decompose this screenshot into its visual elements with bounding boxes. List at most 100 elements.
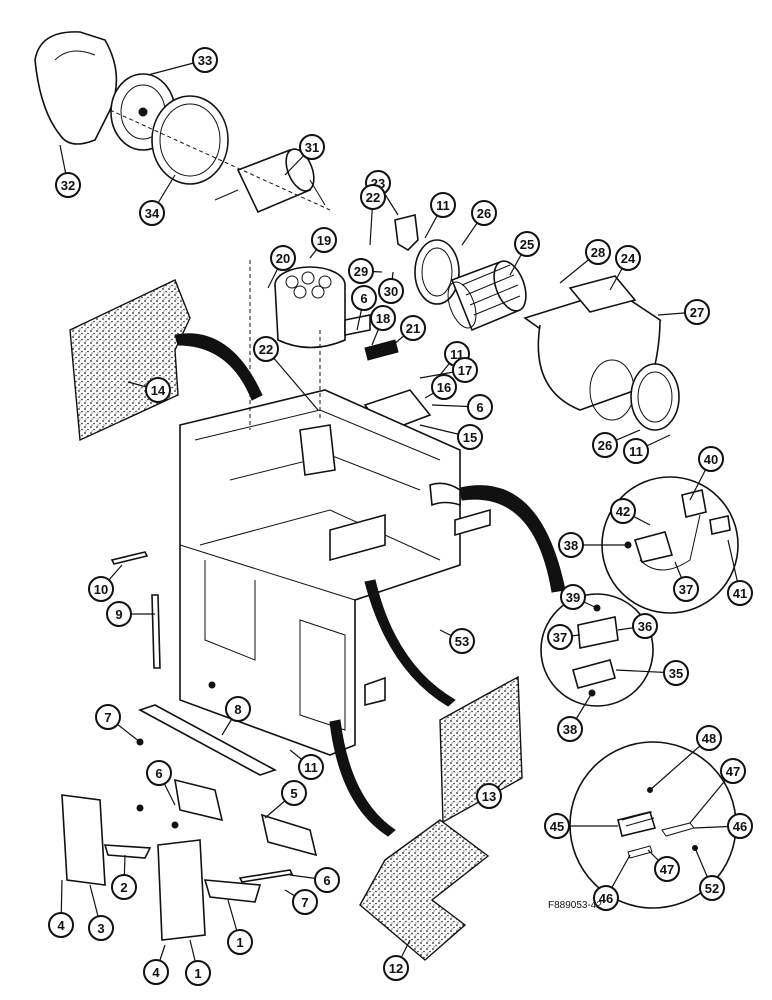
callout-25: 25 — [514, 231, 540, 257]
callout-number: 28 — [591, 245, 605, 260]
callout-number: 11 — [304, 760, 318, 775]
callout-31: 31 — [299, 134, 325, 160]
callout-number: 45 — [550, 819, 564, 834]
callout-16: 16 — [431, 374, 457, 400]
latch-rod — [238, 869, 294, 883]
callout-42: 42 — [610, 498, 636, 524]
callout-47: 47 — [654, 856, 680, 882]
callout-26: 26 — [471, 200, 497, 226]
callout-8: 8 — [225, 696, 251, 722]
callout-number: 32 — [61, 178, 75, 193]
callout-46: 46 — [593, 885, 619, 911]
callout-6: 6 — [351, 285, 377, 311]
callout-37: 37 — [547, 624, 573, 650]
callout-32: 32 — [55, 172, 81, 198]
callout-number: 8 — [234, 702, 241, 717]
callout-9: 9 — [106, 601, 132, 627]
callout-number: 33 — [198, 53, 212, 68]
callout-45: 45 — [544, 813, 570, 839]
callout-number: 52 — [705, 881, 719, 896]
callout-14: 14 — [145, 377, 171, 403]
callout-number: 11 — [629, 444, 643, 459]
callout-number: 47 — [660, 862, 674, 877]
callout-4: 4 — [143, 959, 169, 985]
callout-number: 6 — [360, 291, 367, 306]
callout-number: 22 — [366, 190, 380, 205]
callout-22: 22 — [253, 336, 279, 362]
callout-number: 37 — [553, 630, 567, 645]
callout-40: 40 — [698, 446, 724, 472]
callout-29: 29 — [348, 258, 374, 284]
callout-number: 5 — [290, 786, 297, 801]
insulation-pad-right — [439, 675, 523, 824]
callout-number: 38 — [564, 538, 578, 553]
callout-number: 29 — [354, 264, 368, 279]
callout-number: 46 — [733, 819, 747, 834]
cross-brace — [137, 704, 278, 776]
gasket-ring — [151, 95, 229, 185]
callout-47: 47 — [720, 758, 746, 784]
callout-10: 10 — [88, 576, 114, 602]
callout-6: 6 — [467, 394, 493, 420]
callout-number: 6 — [155, 766, 162, 781]
callout-number: 34 — [145, 206, 160, 221]
callout-20: 20 — [270, 245, 296, 271]
callout-number: 40 — [704, 452, 718, 467]
callout-46: 46 — [727, 813, 753, 839]
callout-number: 7 — [301, 895, 308, 910]
callout-52: 52 — [699, 875, 725, 901]
callout-18: 18 — [370, 305, 396, 331]
callout-3: 3 — [88, 915, 114, 941]
callout-number: 27 — [690, 305, 704, 320]
detail-switch-assembly — [540, 593, 654, 707]
hinge-plate-right — [203, 879, 262, 903]
heater-rod — [364, 339, 399, 361]
callout-number: 53 — [455, 634, 469, 649]
callout-number: 12 — [389, 961, 403, 976]
callout-6: 6 — [146, 760, 172, 786]
callout-number: 16 — [437, 380, 451, 395]
callout-number: 1 — [194, 966, 201, 981]
blower-housing-shell — [34, 31, 118, 145]
blower-cage — [447, 260, 527, 332]
callout-number: 15 — [463, 430, 477, 445]
callout-7: 7 — [95, 704, 121, 730]
callout-number: 17 — [458, 363, 472, 378]
callout-number: 48 — [702, 731, 716, 746]
callout-number: 6 — [323, 873, 330, 888]
callout-number: 11 — [436, 198, 450, 213]
callout-number: 14 — [151, 383, 166, 398]
callout-34: 34 — [139, 200, 165, 226]
callout-number: 10 — [94, 582, 108, 597]
callout-number: 26 — [477, 206, 491, 221]
heater-box — [179, 389, 491, 756]
blower-ring-lower — [630, 363, 680, 431]
link-bar — [110, 551, 149, 565]
callout-number: 37 — [679, 582, 693, 597]
callout-11: 11 — [430, 192, 456, 218]
callout-5: 5 — [281, 780, 307, 806]
insulation-pad-floor — [359, 819, 490, 961]
insulation-pad-left — [69, 279, 191, 442]
callout-number: 13 — [482, 789, 496, 804]
hinge-bracket-upper — [174, 778, 224, 822]
callout-15: 15 — [457, 424, 483, 450]
callout-number: 2 — [120, 880, 127, 895]
callout-17: 17 — [452, 357, 478, 383]
hinge-plate-left — [103, 844, 152, 859]
callout-26: 26 — [592, 432, 618, 458]
leader-line — [649, 737, 710, 791]
callout-number: 39 — [566, 590, 580, 605]
callout-number: 36 — [638, 619, 652, 634]
callout-number: 31 — [305, 140, 319, 155]
leader-line — [265, 348, 319, 411]
callout-1: 1 — [185, 960, 211, 986]
callout-number: 38 — [563, 722, 577, 737]
callout-4: 4 — [48, 912, 74, 938]
mounting-bracket — [394, 214, 419, 252]
callout-number: 20 — [276, 251, 290, 266]
callout-28: 28 — [585, 239, 611, 265]
callout-number: 46 — [599, 891, 613, 906]
